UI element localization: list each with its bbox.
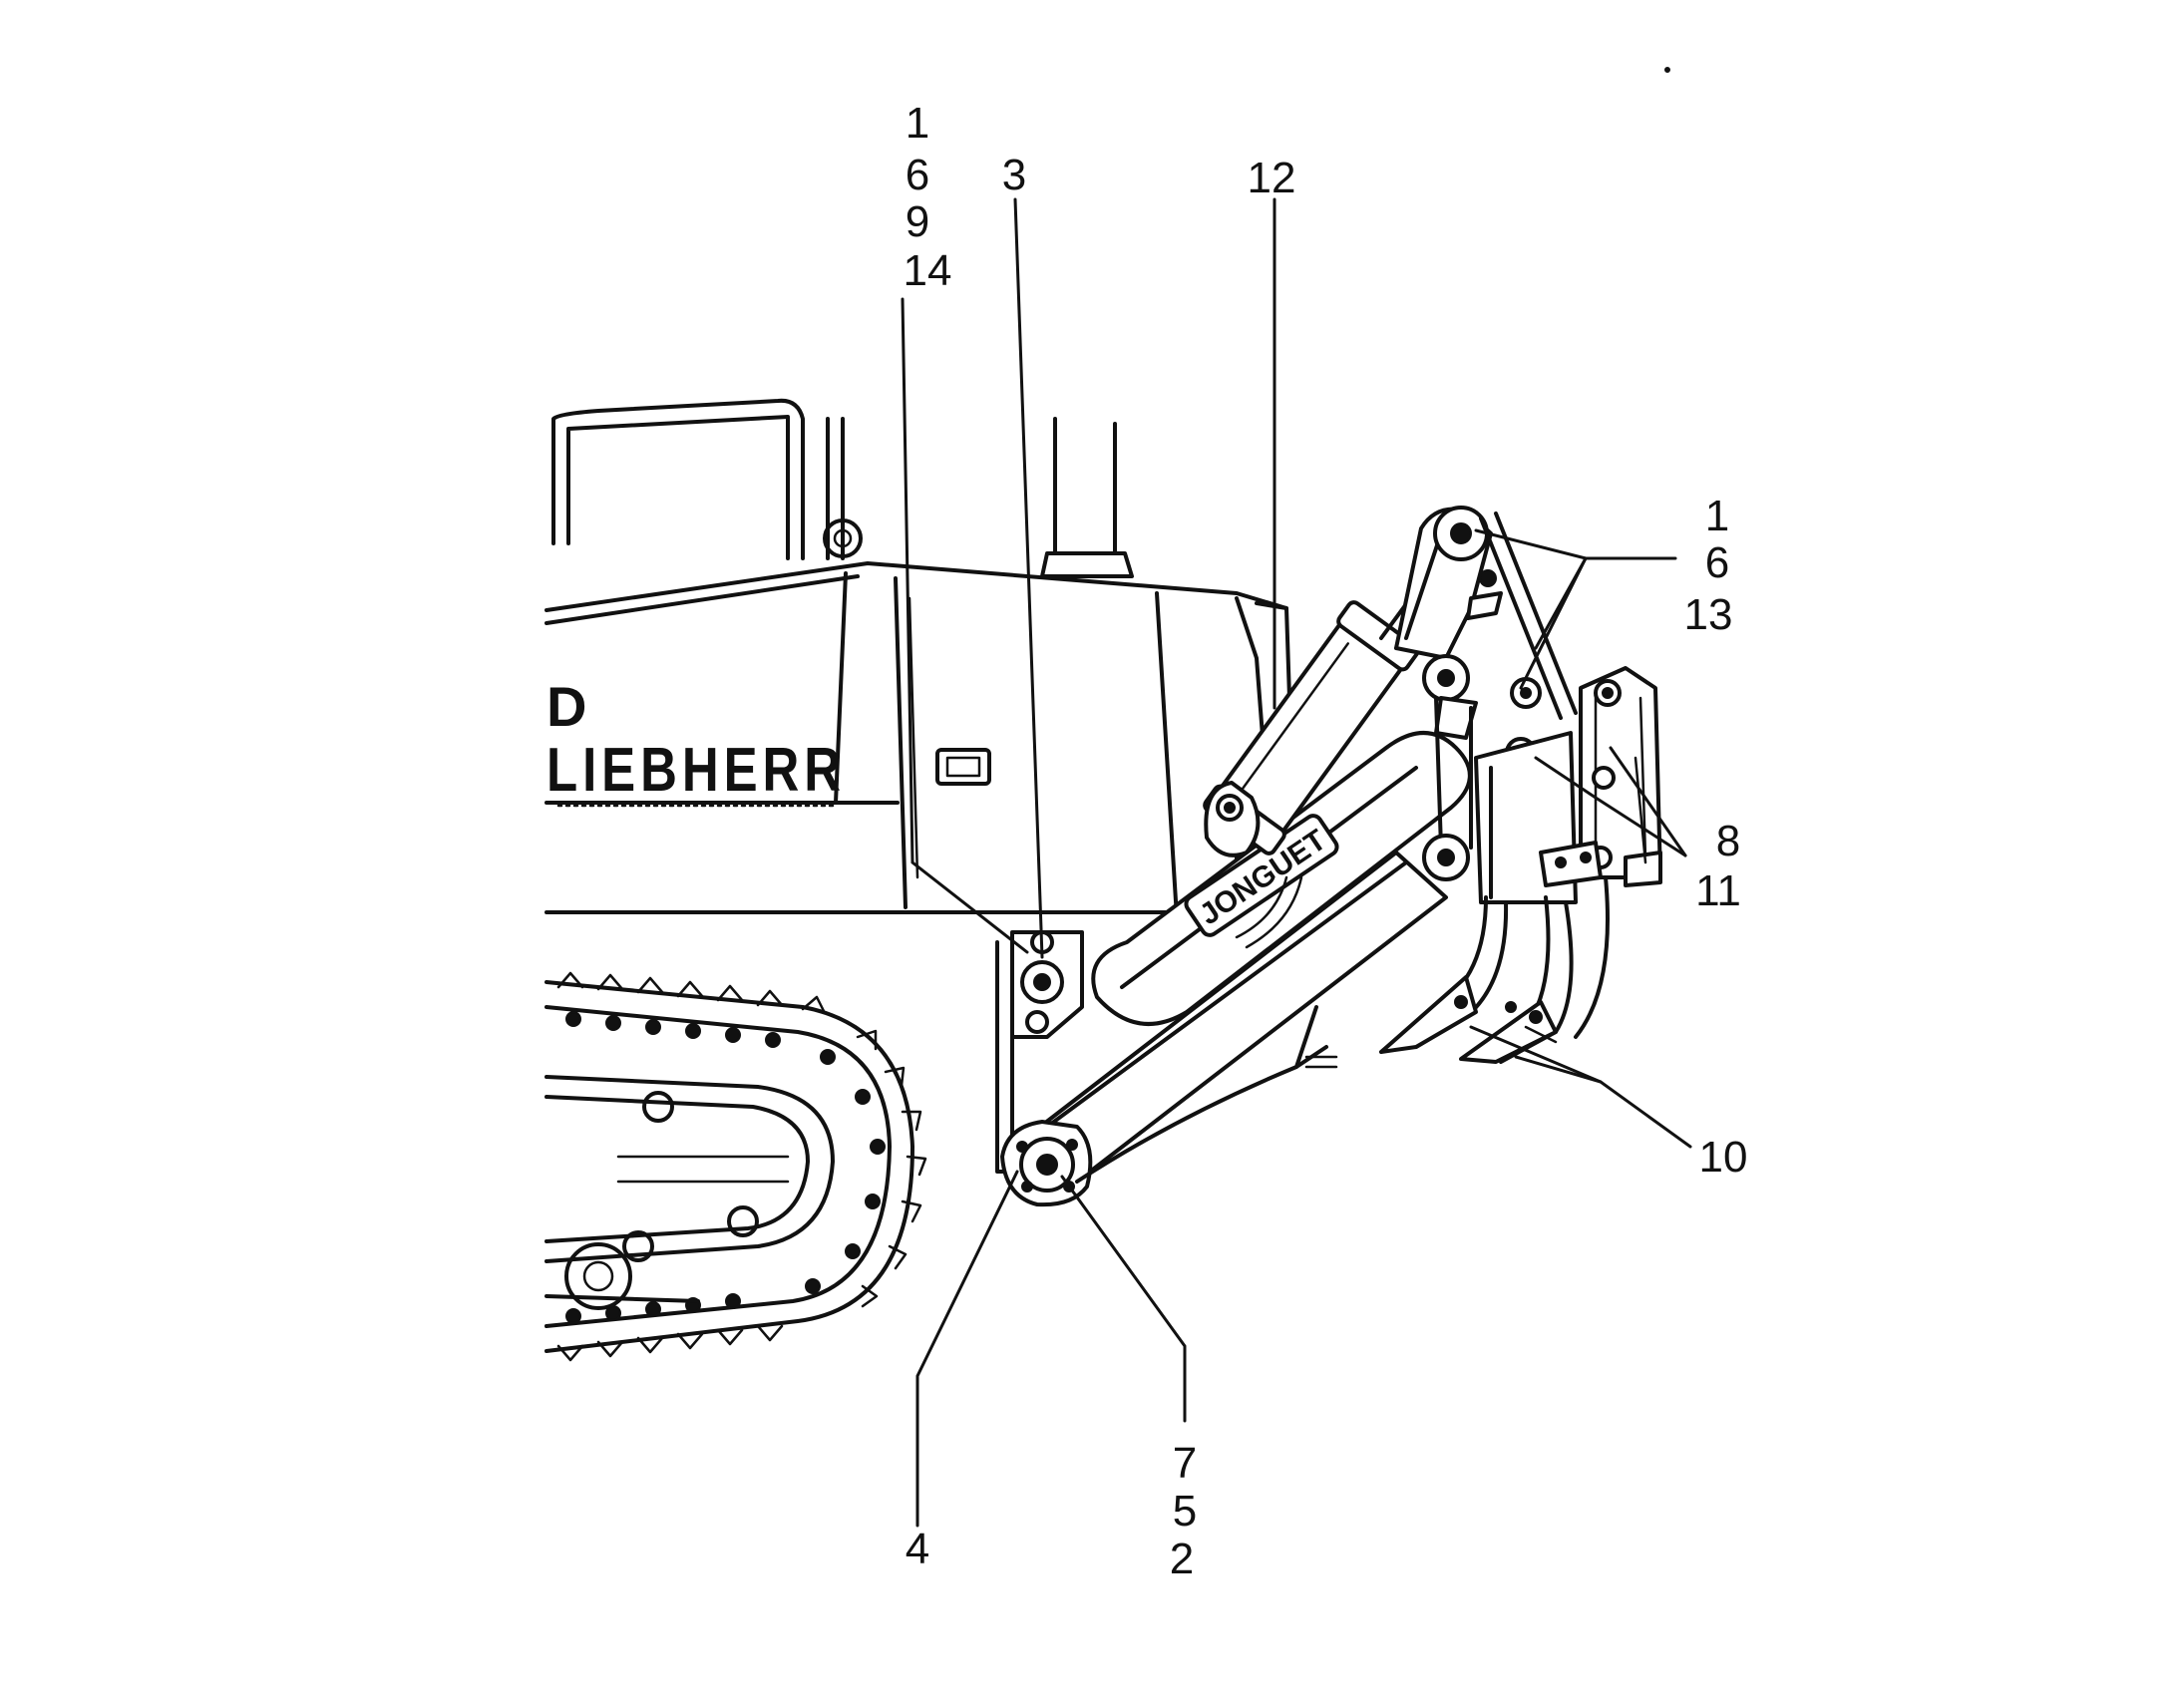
callout-14: 14 [904, 246, 952, 295]
machine-brand-label: LIEBHERR [546, 736, 846, 805]
track-bolts [565, 1011, 886, 1324]
callout-10: 10 [1699, 1133, 1748, 1182]
callout-9: 9 [906, 197, 929, 246]
ripper-arm: JONGUET [995, 731, 1472, 1207]
callout-4: 4 [906, 1525, 929, 1573]
leader-lines [901, 197, 1692, 1528]
machine-body: D LIEBHERR [545, 398, 1293, 919]
callout-7: 7 [1173, 1439, 1197, 1488]
callout-13: 13 [1684, 590, 1733, 639]
callout-11: 11 [1695, 866, 1741, 915]
crawler-track [545, 971, 927, 1362]
callout-labels: 1 6 9 14 3 12 1 6 13 8 11 10 4 7 5 2 [904, 99, 1748, 1583]
callout-8: 8 [1716, 817, 1740, 865]
callout-2: 2 [1170, 1535, 1194, 1583]
callout-3: 3 [1002, 151, 1026, 199]
callout-6-top: 6 [906, 151, 929, 199]
callout-6-right: 6 [1705, 538, 1729, 587]
callout-12: 12 [1248, 154, 1296, 202]
callout-1-right: 1 [1705, 492, 1729, 540]
upper-linkage [1394, 506, 1578, 881]
callout-5: 5 [1173, 1487, 1197, 1536]
model-fragment-label: D [546, 675, 586, 738]
ripper-shank [1379, 666, 1662, 1064]
callout-1-top: 1 [906, 99, 929, 148]
